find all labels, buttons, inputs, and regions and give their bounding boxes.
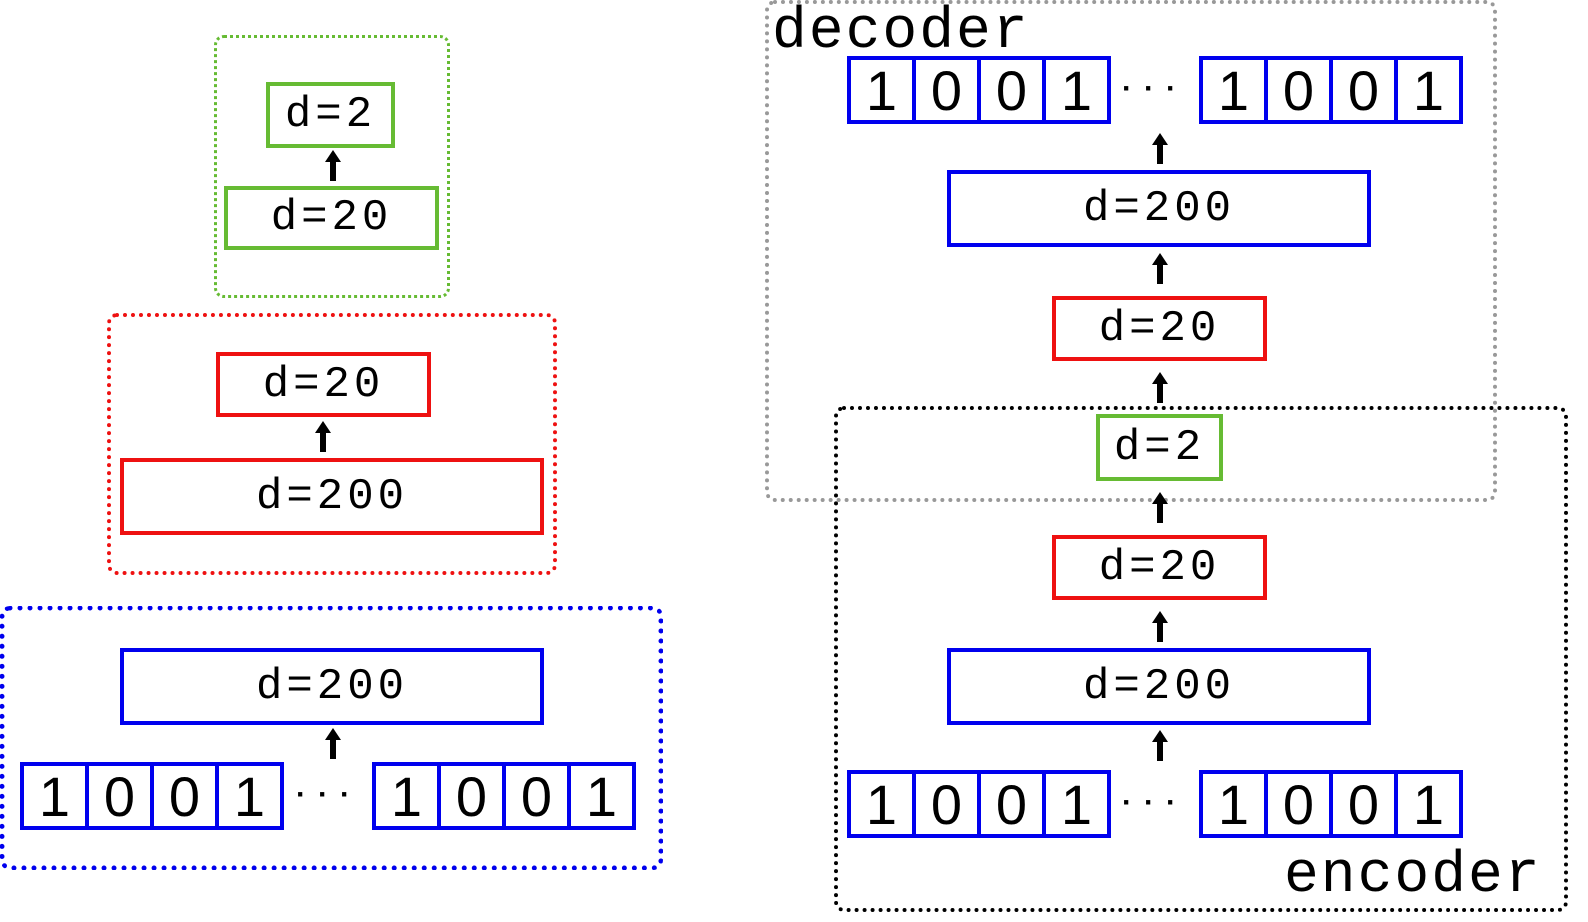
ellipsis-dots: ··· — [296, 778, 362, 811]
bit-cell: 1 — [20, 762, 89, 830]
red-pretrain-group — [107, 313, 557, 575]
decoder-group — [765, 0, 1497, 502]
arrow-up-icon — [1152, 730, 1168, 761]
decoder-node-d200: d=200 — [947, 170, 1371, 247]
bit-cell: 0 — [1329, 56, 1398, 124]
arrow-up-icon — [315, 421, 331, 452]
output-bits-b: 1 0 0 1 — [1199, 56, 1463, 124]
bit-cell: 1 — [1042, 56, 1111, 124]
code-node-d2: d=2 — [1096, 414, 1223, 481]
bit-cell: 0 — [977, 56, 1046, 124]
arrow-up-icon — [1152, 611, 1168, 642]
encoder-node-d200: d=200 — [947, 648, 1371, 725]
bit-cell: 0 — [1264, 770, 1333, 838]
bit-cell: 1 — [847, 56, 916, 124]
input-bits-b: 1 0 0 1 — [1199, 770, 1463, 838]
left-input-bits-b: 1 0 0 1 — [372, 762, 636, 830]
ellipsis-dots: ··· — [1122, 72, 1188, 105]
bit-cell: 0 — [1264, 56, 1333, 124]
left-blue-node-d200: d=200 — [120, 648, 544, 725]
bit-cell: 1 — [1394, 770, 1463, 838]
left-green-node-d20: d=20 — [224, 186, 439, 250]
left-input-bits-a: 1 0 0 1 — [20, 762, 284, 830]
arrow-up-icon — [1152, 372, 1168, 403]
bit-cell: 1 — [372, 762, 441, 830]
bit-cell: 1 — [1199, 56, 1268, 124]
arrow-up-icon — [325, 728, 341, 759]
left-red-node-d200: d=200 — [120, 458, 544, 535]
left-red-node-d20: d=20 — [216, 352, 431, 417]
output-bits-a: 1 0 0 1 — [847, 56, 1111, 124]
blue-pretrain-group — [0, 606, 663, 870]
encoder-group — [834, 406, 1568, 912]
input-bits-a: 1 0 0 1 — [847, 770, 1111, 838]
arrow-up-icon — [325, 150, 341, 181]
bit-cell: 0 — [1329, 770, 1398, 838]
bit-cell: 1 — [215, 762, 284, 830]
bit-cell: 0 — [85, 762, 154, 830]
bit-cell: 1 — [1394, 56, 1463, 124]
bit-cell: 1 — [1199, 770, 1268, 838]
arrow-up-icon — [1152, 492, 1168, 523]
encoder-node-d20: d=20 — [1052, 535, 1267, 600]
green-pretrain-group — [214, 35, 450, 298]
bit-cell: 0 — [150, 762, 219, 830]
decoder-label: decoder — [772, 0, 1030, 65]
encoder-label: encoder — [1284, 844, 1542, 909]
ellipsis-dots: ··· — [1122, 786, 1188, 819]
left-green-node-d2: d=2 — [266, 82, 395, 148]
bit-cell: 0 — [912, 56, 981, 124]
bit-cell: 1 — [1042, 770, 1111, 838]
arrow-up-icon — [1152, 253, 1168, 284]
bit-cell: 0 — [912, 770, 981, 838]
bit-cell: 1 — [567, 762, 636, 830]
bit-cell: 0 — [977, 770, 1046, 838]
decoder-node-d20: d=20 — [1052, 296, 1267, 361]
arrow-up-icon — [1152, 133, 1168, 164]
bit-cell: 1 — [847, 770, 916, 838]
bit-cell: 0 — [502, 762, 571, 830]
bit-cell: 0 — [437, 762, 506, 830]
